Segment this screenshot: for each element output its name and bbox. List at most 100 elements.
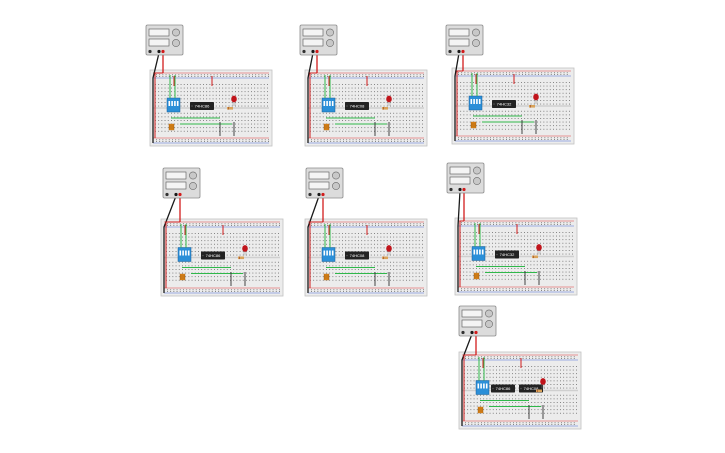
breadboard-hole bbox=[161, 105, 163, 107]
breadboard-hole bbox=[536, 275, 538, 277]
rail-hole bbox=[477, 224, 478, 225]
breadboard-hole bbox=[521, 125, 522, 127]
breadboard-hole bbox=[514, 242, 516, 244]
rail-hole bbox=[194, 74, 196, 76]
breadboard-hole bbox=[348, 112, 350, 114]
breadboard-hole bbox=[255, 236, 257, 238]
rail-hole bbox=[165, 76, 167, 77]
breadboard-hole bbox=[254, 94, 256, 96]
breadboard-hole bbox=[180, 87, 182, 89]
rail-hole bbox=[247, 289, 248, 291]
breadboard-hole bbox=[322, 265, 324, 267]
breadboard-hole bbox=[556, 369, 558, 371]
breadboard-hole bbox=[495, 242, 497, 244]
rail-hole bbox=[486, 222, 488, 224]
rail-hole bbox=[232, 141, 234, 142]
breadboard-hole bbox=[492, 369, 494, 371]
breadboard-hole bbox=[556, 409, 558, 411]
breadboard-hole bbox=[518, 398, 520, 400]
breadboard-hole bbox=[473, 85, 474, 87]
dip-switch-lever bbox=[174, 101, 176, 106]
breadboard-hole bbox=[351, 87, 353, 89]
breadboard-hole bbox=[364, 98, 366, 100]
rail-hole bbox=[172, 74, 173, 76]
breadboard-hole bbox=[367, 236, 369, 238]
breadboard-hole bbox=[537, 121, 538, 123]
psu-terminal-icon bbox=[321, 192, 325, 197]
ic-chip-body bbox=[495, 250, 519, 259]
rail-hole bbox=[534, 222, 536, 224]
rail-hole bbox=[557, 74, 559, 75]
connector-body bbox=[473, 272, 480, 280]
breadboard-hole bbox=[562, 250, 564, 251]
breadboard-hole bbox=[501, 114, 503, 116]
breadboard-hole bbox=[524, 394, 526, 396]
rail-hole bbox=[226, 139, 228, 141]
breadboard-hole bbox=[377, 269, 379, 270]
rail-hole bbox=[232, 139, 234, 141]
rail-hole bbox=[483, 290, 485, 291]
rail-hole bbox=[554, 424, 556, 425]
rail-hole bbox=[268, 141, 269, 142]
breadboard-hole bbox=[271, 243, 273, 245]
rail-hole bbox=[529, 422, 530, 424]
breadboard-hole bbox=[540, 103, 542, 105]
rail-hole bbox=[480, 288, 482, 290]
breadboard-hole bbox=[265, 236, 267, 238]
breadboard-hole bbox=[460, 128, 462, 130]
breadboard-hole bbox=[496, 412, 497, 414]
breadboard-hole bbox=[409, 269, 411, 270]
breadboard-hole bbox=[180, 98, 182, 100]
breadboard-hole bbox=[242, 276, 244, 278]
breadboard-hole bbox=[201, 276, 203, 278]
breadboard-hole bbox=[466, 278, 468, 280]
breadboard-hole bbox=[338, 94, 340, 96]
breadboard-hole bbox=[164, 130, 166, 132]
rail-hole bbox=[391, 141, 392, 142]
rail-hole bbox=[470, 290, 472, 291]
breadboard-hole bbox=[422, 120, 423, 121]
rail-hole bbox=[248, 139, 250, 141]
breadboard-hole bbox=[418, 120, 420, 121]
rail-hole bbox=[362, 141, 364, 142]
dip-switch-body bbox=[468, 95, 483, 111]
breadboard-hole bbox=[233, 265, 235, 267]
breadboard-hole bbox=[354, 265, 356, 267]
breadboard-hole bbox=[553, 82, 554, 83]
breadboard-hole bbox=[524, 412, 526, 414]
rail-hole bbox=[362, 76, 364, 77]
breadboard-hole bbox=[172, 254, 174, 256]
breadboard-hole bbox=[553, 96, 554, 98]
breadboard-hole bbox=[399, 94, 401, 96]
breadboard-hole bbox=[559, 85, 561, 87]
breadboard-hole bbox=[552, 264, 554, 266]
breadboard-hole bbox=[565, 239, 567, 241]
breadboard-hole bbox=[485, 110, 487, 112]
breadboard-hole bbox=[193, 94, 195, 96]
rail-hole bbox=[330, 74, 332, 76]
rail-hole bbox=[186, 225, 188, 226]
breadboard-hole bbox=[559, 260, 561, 262]
rail-hole bbox=[165, 74, 167, 76]
breadboard-hole bbox=[514, 96, 516, 98]
breadboard-hole bbox=[188, 233, 190, 234]
dip-switch-lever bbox=[480, 383, 482, 389]
rail-hole bbox=[239, 141, 241, 142]
breadboard-hole bbox=[550, 412, 552, 414]
breadboard-hole bbox=[158, 84, 160, 85]
breadboard-hole bbox=[472, 268, 474, 269]
breadboard-hole bbox=[251, 91, 252, 93]
breadboard-hole bbox=[409, 94, 411, 96]
breadboard-hole bbox=[313, 120, 315, 121]
breadboard-hole bbox=[212, 98, 214, 100]
breadboard-hole bbox=[262, 279, 263, 281]
breadboard-hole bbox=[505, 384, 507, 385]
breadboard-hole bbox=[415, 261, 417, 263]
breadboard-hole bbox=[203, 112, 204, 114]
rail-hole bbox=[465, 356, 466, 358]
breadboard-hole bbox=[498, 110, 500, 112]
rail-hole bbox=[211, 289, 213, 291]
breadboard-hole bbox=[203, 116, 204, 118]
rail-hole bbox=[502, 224, 504, 225]
breadboard-hole bbox=[402, 120, 404, 121]
